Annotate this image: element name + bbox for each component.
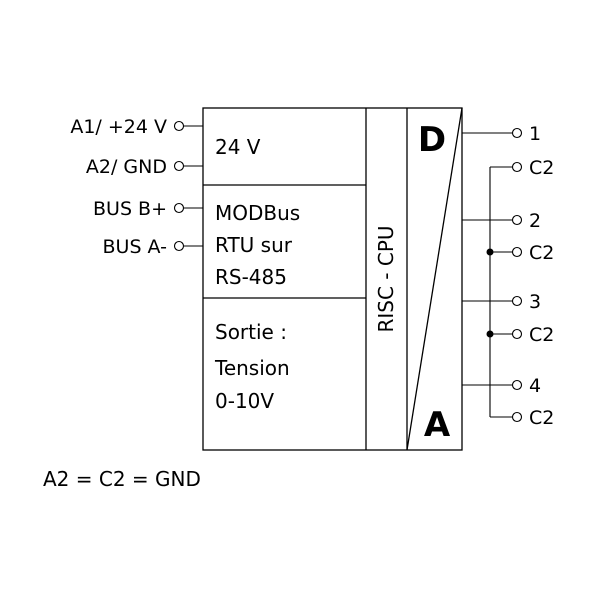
terminal-c2-3 xyxy=(511,328,523,340)
footnote-gnd: A2 = C2 = GND xyxy=(43,467,201,491)
label-c2-1: C2 xyxy=(529,157,554,179)
label-a2: A2/ GND xyxy=(86,156,167,178)
terminal-c2-4 xyxy=(511,411,523,423)
label-c2-4: C2 xyxy=(529,407,554,429)
terminal-c2-1 xyxy=(511,161,523,173)
block-output-line-1: Sortie : xyxy=(215,320,287,344)
junction-dot-1 xyxy=(486,248,494,256)
block-output-line-3: 0-10V xyxy=(215,389,274,413)
terminal-out-4 xyxy=(511,379,523,391)
label-out-4: 4 xyxy=(529,375,541,397)
block-modbus-line-2: RTU sur xyxy=(215,233,293,257)
label-c2-2: C2 xyxy=(529,242,554,264)
label-bus-b: BUS B+ xyxy=(93,198,167,220)
block-power-label: 24 V xyxy=(215,135,261,159)
terminal-out-3 xyxy=(511,295,523,307)
terminal-out-2 xyxy=(511,214,523,226)
converter-diagonal xyxy=(406,107,463,451)
label-out-2: 2 xyxy=(529,210,541,232)
terminal-c2-2 xyxy=(511,246,523,258)
terminal-bus-b xyxy=(173,202,185,214)
block-output-line-2: Tension xyxy=(214,356,290,380)
label-out-1: 1 xyxy=(529,123,541,145)
label-out-3: 3 xyxy=(529,291,541,313)
label-c2-3: C2 xyxy=(529,324,554,346)
terminal-a2 xyxy=(173,160,185,172)
block-modbus-line-3: RS-485 xyxy=(215,265,287,289)
terminal-a1 xyxy=(173,120,185,132)
junction-dot-2 xyxy=(486,330,494,338)
cpu-label: RISC - CPU xyxy=(374,225,398,332)
label-bus-a: BUS A- xyxy=(103,236,167,258)
block-modbus-line-1: MODBus xyxy=(215,201,300,225)
terminal-out-1 xyxy=(511,127,523,139)
label-a1: A1/ +24 V xyxy=(70,116,167,138)
module-outline xyxy=(202,107,463,451)
terminal-bus-a xyxy=(173,240,185,252)
converter-analog-label: A xyxy=(424,405,451,445)
converter-digital-label: D xyxy=(418,120,446,160)
